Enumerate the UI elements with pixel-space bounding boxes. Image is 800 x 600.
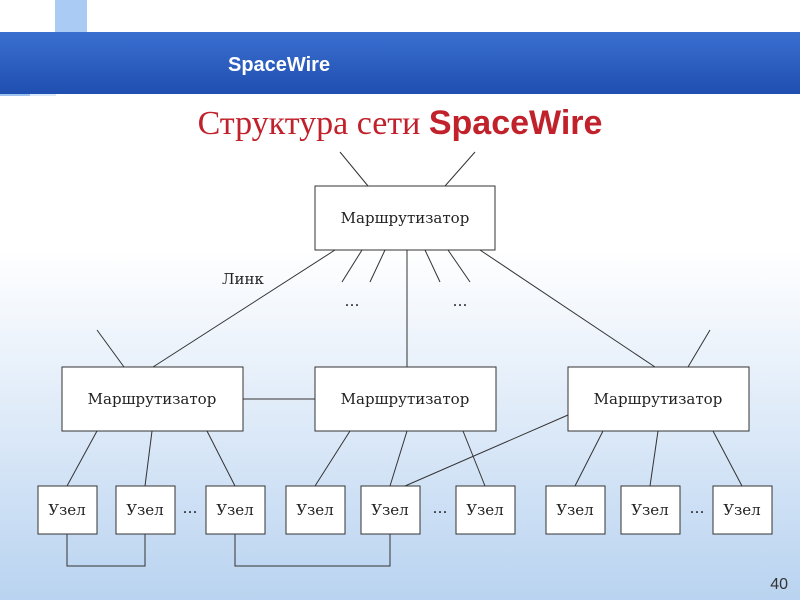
header-bar: [0, 32, 800, 94]
ellipsis: …: [453, 292, 468, 310]
link: [424, 249, 441, 283]
link: [341, 249, 363, 283]
node-label: Узел: [296, 501, 333, 519]
link: [206, 430, 236, 487]
slide-title-suffix: SpaceWire: [428, 104, 603, 142]
link-label: Линк: [222, 270, 265, 288]
node: Узел: [37, 485, 98, 535]
node-label: Узел: [216, 501, 253, 519]
link: [444, 151, 476, 187]
ellipsis: …: [345, 292, 360, 310]
link: [144, 430, 153, 487]
link: [389, 430, 408, 487]
node: Узел: [285, 485, 346, 535]
link: [649, 430, 659, 487]
node: Узел: [712, 485, 773, 535]
link: [462, 430, 486, 487]
router-label: Маршрутизатор: [594, 390, 723, 408]
node: Узел: [455, 485, 516, 535]
node: Узел: [620, 485, 681, 535]
slide-title-prefix: Структура сети: [197, 105, 421, 142]
node: Узел: [115, 485, 176, 535]
link: [479, 249, 656, 368]
node-label: Узел: [556, 501, 593, 519]
link: [234, 534, 391, 567]
decor-square: [55, 0, 87, 32]
router-center: Маршрутизатор: [314, 366, 497, 432]
page-number: 40: [770, 576, 788, 593]
header-title: SpaceWire: [228, 54, 331, 76]
node-label: Узел: [723, 501, 760, 519]
router-label: Маршрутизатор: [341, 390, 470, 408]
link: [574, 430, 604, 487]
link: [314, 430, 351, 487]
node-label: Узел: [631, 501, 668, 519]
node: Узел: [545, 485, 606, 535]
link: [66, 430, 98, 487]
ellipsis: …: [183, 499, 198, 517]
node-label: Узел: [371, 501, 408, 519]
slide-title: Структура сети SpaceWire: [0, 104, 800, 143]
router-top: Маршрутизатор: [314, 185, 496, 251]
link: [687, 329, 711, 368]
link: [152, 249, 336, 368]
ellipsis: …: [690, 499, 705, 517]
links: [66, 151, 743, 567]
ellipsis: …: [433, 499, 448, 517]
node: Узел: [205, 485, 266, 535]
node-label: Узел: [126, 501, 163, 519]
router-right: Маршрутизатор: [567, 366, 750, 432]
link: [369, 249, 386, 283]
link: [404, 414, 569, 487]
router-left: Маршрутизатор: [61, 366, 244, 432]
link: [339, 151, 369, 187]
node-label: Узел: [466, 501, 503, 519]
link: [447, 249, 471, 283]
router-label: Маршрутизатор: [88, 390, 217, 408]
node: Узел: [360, 485, 421, 535]
link: [66, 534, 146, 567]
router-label: Маршрутизатор: [341, 209, 470, 227]
node-label: Узел: [48, 501, 85, 519]
link: [96, 329, 125, 368]
link: [712, 430, 743, 487]
